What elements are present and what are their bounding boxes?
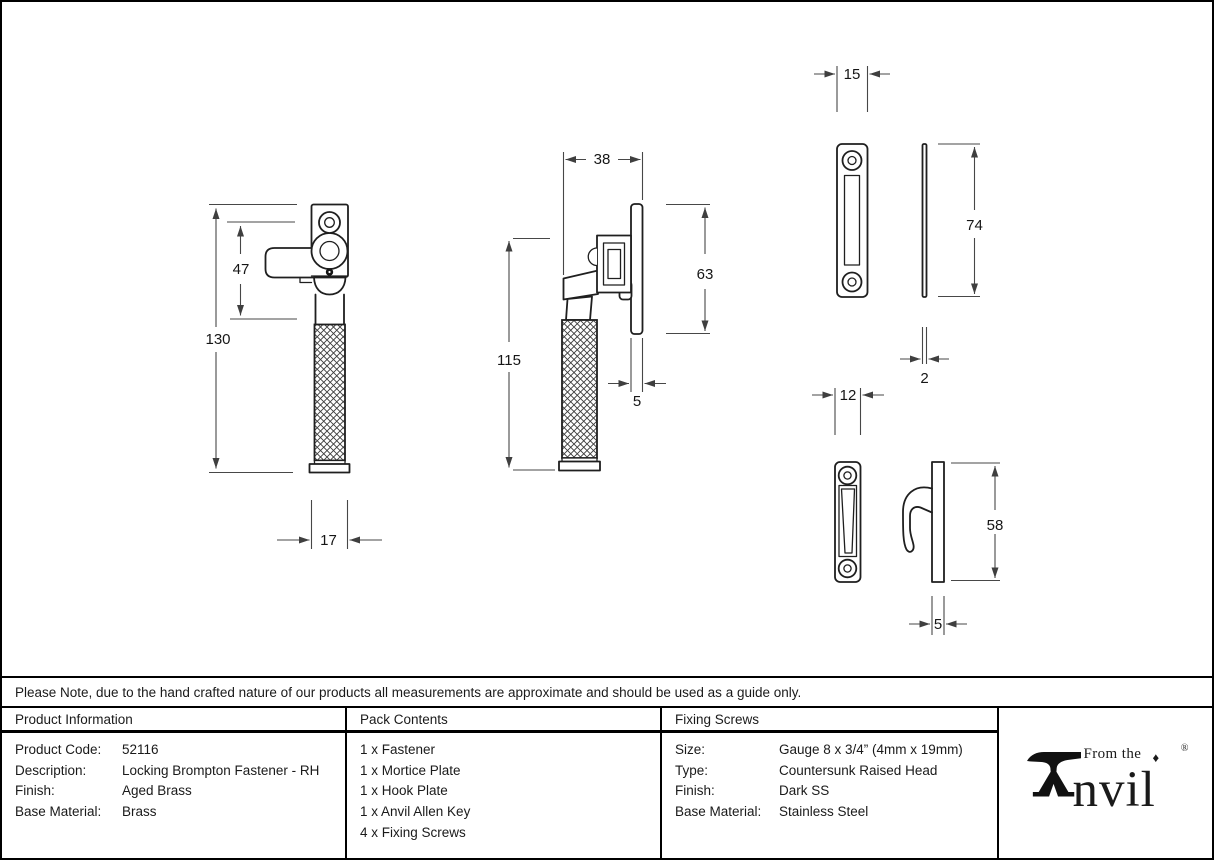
dim-side-handle-height: 115	[497, 352, 521, 369]
pack-contents-header: Pack Contents	[347, 708, 660, 733]
row-value: Brass	[122, 804, 157, 820]
back-plate-side	[630, 203, 644, 335]
note-bar: Please Note, due to the hand crafted nat…	[2, 676, 1212, 708]
dim-side-plate-thickness: 5	[633, 393, 641, 410]
diamond-icon: ♦	[1152, 750, 1160, 765]
row-label: Base Material:	[675, 804, 762, 820]
dim-front-overall-height: 130	[205, 331, 230, 348]
fixing-screws-header: Fixing Screws	[662, 708, 997, 733]
anvil-icon	[1026, 751, 1081, 797]
dim-side-plate-height: 63	[697, 266, 714, 283]
table-row: Finish: Aged Brass	[15, 781, 335, 802]
hook-plate-drawing: 12 58 5	[812, 387, 1003, 635]
row-label: Product Code:	[15, 742, 102, 757]
mortice-plate-drawing: 15 74 2	[814, 66, 983, 387]
product-information-header: Product Information	[2, 708, 345, 733]
pack-contents-item: 1 x Mortice Plate	[360, 762, 461, 778]
note-text: Please Note, due to the hand crafted nat…	[15, 684, 802, 700]
dim-side-depth: 38	[594, 151, 611, 168]
logo-from-the: From the	[1083, 746, 1142, 762]
row-label: Finish:	[675, 783, 715, 799]
mortice-plate-side	[921, 143, 928, 298]
row-value: Countersunk Raised Head	[779, 762, 938, 778]
row-label: Size:	[675, 742, 706, 757]
dim-mortice-height: 74	[966, 217, 983, 234]
row-value: Locking Brompton Fastener - RH	[122, 762, 320, 778]
fixing-screws-column: Fixing Screws Size: Gauge 8 x 3/4” (4mm …	[662, 708, 999, 858]
pack-contents-item: 4 x Fixing Screws	[360, 824, 466, 840]
row-value: Aged Brass	[122, 783, 192, 799]
dim-mortice-thickness: 2	[920, 370, 928, 387]
dim-front-upper-section: 47	[233, 261, 250, 278]
dim-hook-height: 58	[987, 517, 1004, 534]
dim-mortice-width: 15	[844, 66, 861, 83]
side-view-drawing: 38 115 63 5	[497, 151, 714, 472]
pack-contents-item: 1 x Anvil Allen Key	[360, 804, 471, 820]
row-label: Finish:	[15, 783, 55, 799]
row-value: Dark SS	[779, 783, 830, 799]
row-label: Type:	[675, 762, 709, 778]
knurled-grip-side	[561, 319, 598, 459]
table-row: Product Code: 52116	[15, 740, 335, 761]
row-value: 52116	[122, 742, 159, 757]
table-row: Size: Gauge 8 x 3/4” (4mm x 19mm)	[675, 740, 987, 761]
technical-drawing: 130 47 17 38	[205, 66, 1003, 635]
front-view-drawing: 130 47 17	[205, 203, 382, 549]
table-row: Description: Locking Brompton Fastener -…	[15, 761, 335, 782]
pack-contents-item: 1 x Hook Plate	[360, 783, 448, 799]
dim-front-width: 17	[320, 532, 337, 549]
info-table: Product Information Product Code: 52116 …	[2, 708, 1212, 858]
registered-mark: ®	[1180, 743, 1189, 754]
row-label: Description:	[15, 762, 87, 778]
row-value: Gauge 8 x 3/4” (4mm x 19mm)	[779, 742, 963, 757]
dim-hook-width: 12	[840, 387, 857, 404]
table-row: Type: Countersunk Raised Head	[675, 761, 987, 782]
row-value: Stainless Steel	[779, 804, 869, 820]
knurled-grip	[313, 323, 346, 462]
table-row: Base Material: Brass	[15, 802, 335, 823]
logo-cell: From the ♦ nvil ®	[999, 708, 1212, 858]
dim-hook-thickness: 5	[934, 616, 942, 633]
pack-contents-item: 1 x Fastener	[360, 742, 436, 757]
lock-lever	[264, 247, 314, 279]
row-label: Base Material:	[15, 804, 102, 820]
product-information-column: Product Information Product Code: 52116 …	[2, 708, 347, 858]
table-row: Finish: Dark SS	[675, 781, 987, 802]
from-the-anvil-logo: From the ♦ nvil ®	[1026, 743, 1189, 815]
pack-contents-column: Pack Contents 1 x Fastener 1 x Mortice P…	[347, 708, 662, 858]
hook-profile	[902, 486, 933, 553]
logo-wordmark: nvil	[1072, 761, 1156, 818]
table-row: Base Material: Stainless Steel	[675, 802, 987, 823]
hook-plate-side	[931, 461, 945, 583]
